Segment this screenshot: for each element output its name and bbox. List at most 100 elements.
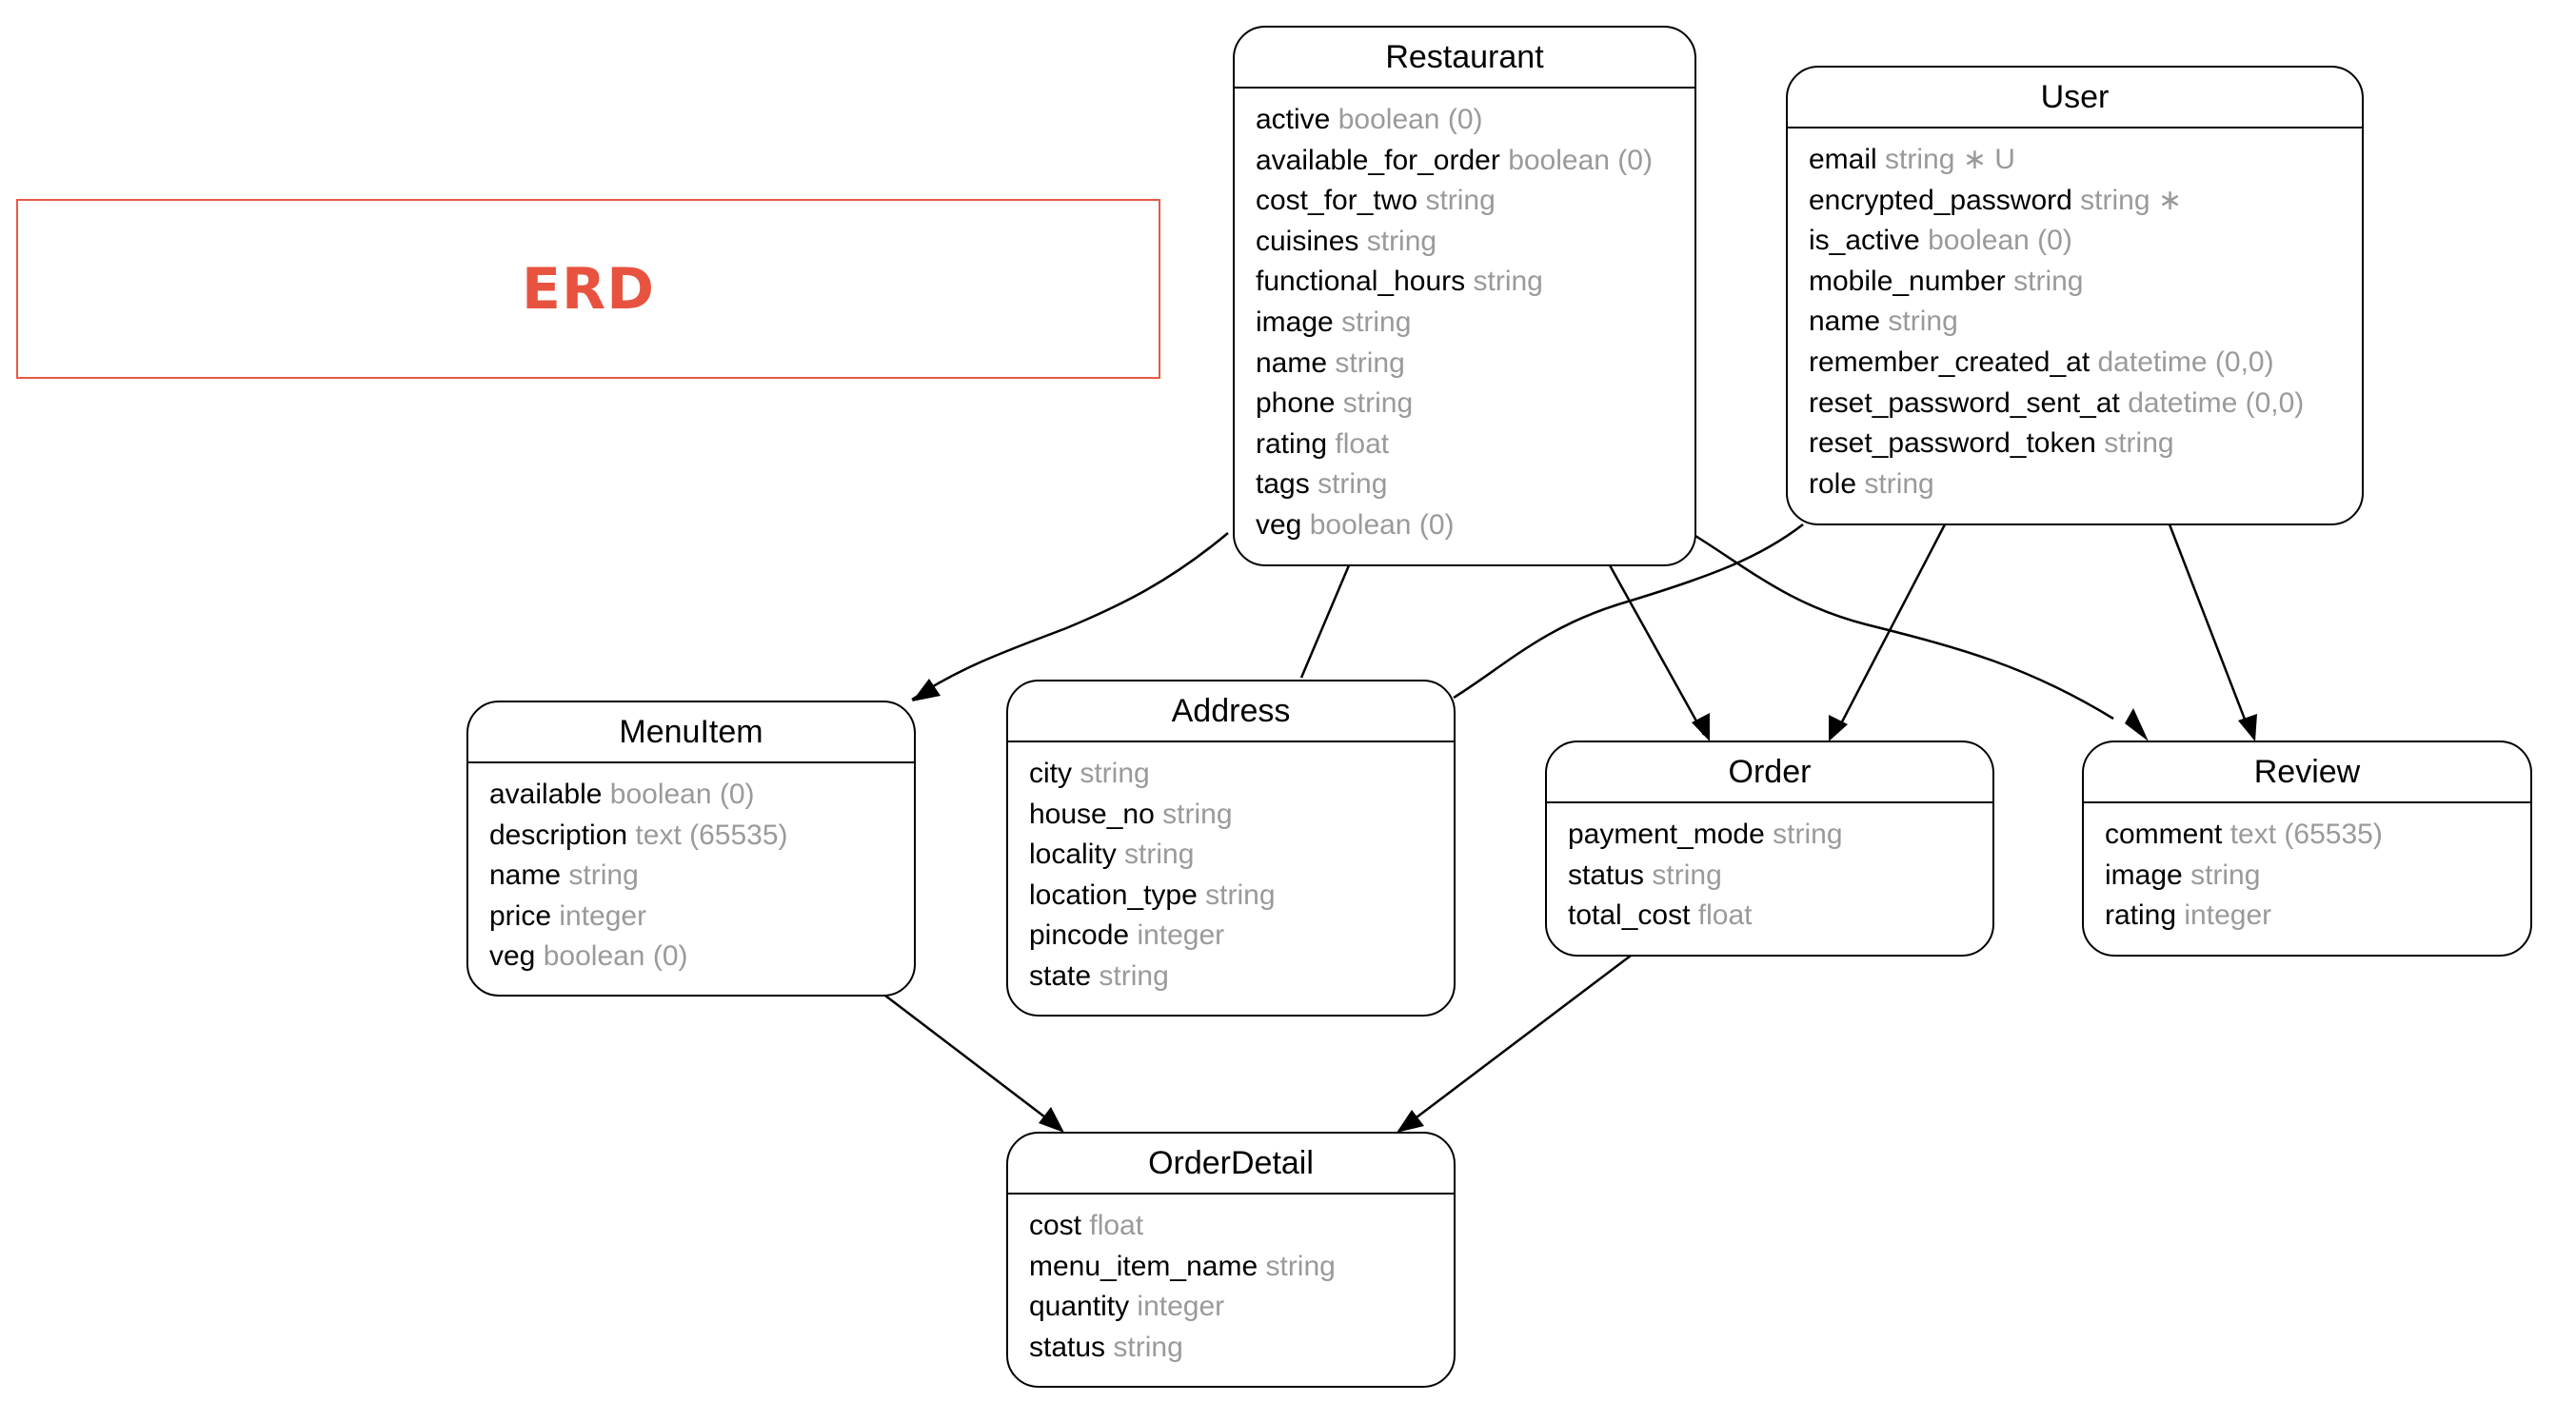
- attribute-name: image: [2105, 859, 2183, 891]
- attribute-name: pincode: [1029, 919, 1130, 952]
- attribute-type: text (65535): [2229, 819, 2383, 850]
- edge-menuitem-orderdetail: [884, 995, 1054, 1124]
- attribute-type: string: [1342, 387, 1414, 420]
- attribute-type: string: [1652, 859, 1722, 891]
- attribute-name: veg: [1256, 508, 1302, 541]
- attribute-name: role: [1809, 467, 1857, 500]
- attribute-type: string: [2190, 859, 2261, 891]
- attribute-name: functional_hours: [1256, 266, 1466, 298]
- attribute-name: state: [1029, 959, 1092, 992]
- attribute-type: string: [2104, 427, 2174, 460]
- attribute-name: locality: [1029, 839, 1117, 871]
- attribute-type: float: [1335, 427, 1390, 460]
- diagram-title-box: ERD: [16, 199, 1160, 379]
- attribute-type: string ∗ U: [1885, 144, 2015, 175]
- attribute-row: role string: [1809, 464, 2362, 505]
- attribute-row: functional_hours string: [1256, 262, 1694, 303]
- attribute-row: quantity integer: [1029, 1287, 1454, 1328]
- attribute-name: menu_item_name: [1029, 1250, 1258, 1282]
- attribute-type: boolean (0): [1338, 104, 1483, 135]
- attribute-name: quantity: [1029, 1291, 1130, 1323]
- attribute-type: string ∗: [2080, 184, 2183, 216]
- attribute-name: remember_created_at: [1809, 346, 2091, 378]
- attribute-type: string: [1080, 758, 1150, 789]
- attribute-type: string: [1205, 879, 1276, 911]
- entity-name: User: [1788, 68, 2362, 128]
- attribute-name: price: [489, 899, 552, 932]
- attribute-type: float: [1089, 1210, 1144, 1241]
- entity-user: User email string ∗ U encrypted_password …: [1786, 66, 2364, 525]
- attribute-row: encrypted_password string ∗: [1809, 181, 2362, 222]
- attribute-list: available boolean (0)description text (6…: [468, 763, 914, 978]
- attribute-name: name: [489, 859, 562, 892]
- attribute-type: string: [1341, 306, 1412, 338]
- attribute-name: reset_password_sent_at: [1809, 386, 2120, 419]
- attribute-row: state string: [1029, 957, 1454, 997]
- attribute-name: rating: [1256, 427, 1328, 460]
- attribute-row: phone string: [1256, 384, 1694, 425]
- arrowhead-orderdetail-from-menuitem: [1039, 1107, 1064, 1133]
- entity-menuitem: MenuItem available boolean (0)descriptio…: [466, 701, 916, 997]
- edge-restaurant-menuitem: [911, 532, 1229, 701]
- attribute-row: active boolean (0): [1256, 100, 1694, 141]
- attribute-type: boolean (0): [1928, 225, 2072, 257]
- attribute-row: image string: [2105, 856, 2530, 897]
- edge-restaurant-review: [1694, 534, 2114, 721]
- attribute-row: reset_password_sent_at datetime (0,0): [1809, 384, 2362, 425]
- attribute-name: description: [489, 819, 628, 851]
- attribute-row: cuisines string: [1256, 222, 1694, 263]
- arrowhead-review-from-user: [2238, 714, 2257, 741]
- attribute-name: status: [1568, 859, 1645, 891]
- attribute-type: string: [1773, 819, 1843, 850]
- entity-name: Review: [2084, 742, 2530, 803]
- attribute-type: string: [568, 859, 639, 892]
- attribute-type: string: [2013, 265, 2084, 297]
- attribute-row: cost float: [1029, 1206, 1454, 1247]
- arrowhead-orderdetail-from-order: [1397, 1110, 1424, 1133]
- arrowhead-order-from-restaurant: [1692, 713, 1710, 741]
- edge-user-review: [2168, 523, 2250, 730]
- attribute-type: boolean (0): [609, 779, 755, 810]
- attribute-row: available_for_order boolean (0): [1256, 141, 1694, 182]
- attribute-name: city: [1029, 758, 1072, 789]
- attribute-type: string: [1335, 346, 1405, 379]
- attribute-list: active boolean (0)available_for_order bo…: [1235, 89, 1694, 546]
- attribute-type: string: [1473, 266, 1543, 298]
- attribute-row: rating float: [1256, 425, 1694, 465]
- entity-name: Order: [1547, 742, 1992, 803]
- attribute-name: active: [1256, 104, 1331, 135]
- attribute-name: is_active: [1809, 225, 1920, 257]
- attribute-type: datetime (0,0): [2097, 346, 2274, 378]
- entity-restaurant: Restaurant active boolean (0)available_f…: [1233, 26, 1696, 566]
- diagram-title: ERD: [522, 255, 655, 323]
- edge-user-order: [1835, 523, 1947, 732]
- attribute-name: house_no: [1029, 798, 1155, 830]
- attribute-type: string: [1864, 467, 1934, 500]
- attribute-row: city string: [1029, 754, 1454, 795]
- attribute-name: veg: [489, 940, 536, 973]
- attribute-type: boolean (0): [1309, 508, 1455, 541]
- attribute-type: integer: [559, 899, 647, 932]
- entity-name: Restaurant: [1235, 28, 1694, 89]
- attribute-type: string: [1366, 225, 1437, 257]
- attribute-row: status string: [1568, 856, 1992, 897]
- attribute-name: reset_password_token: [1809, 427, 2096, 460]
- attribute-row: remember_created_at datetime (0,0): [1809, 343, 2362, 384]
- attribute-row: price integer: [489, 897, 914, 938]
- attribute-row: location_type string: [1029, 876, 1454, 917]
- attribute-name: name: [1256, 346, 1328, 379]
- attribute-row: image string: [1256, 303, 1694, 344]
- attribute-name: email: [1809, 144, 1877, 175]
- attribute-row: rating integer: [2105, 896, 2530, 937]
- attribute-row: house_no string: [1029, 795, 1454, 836]
- arrowhead-review-from-restaurant: [2125, 708, 2149, 741]
- edge-restaurant-address: [1299, 564, 1351, 679]
